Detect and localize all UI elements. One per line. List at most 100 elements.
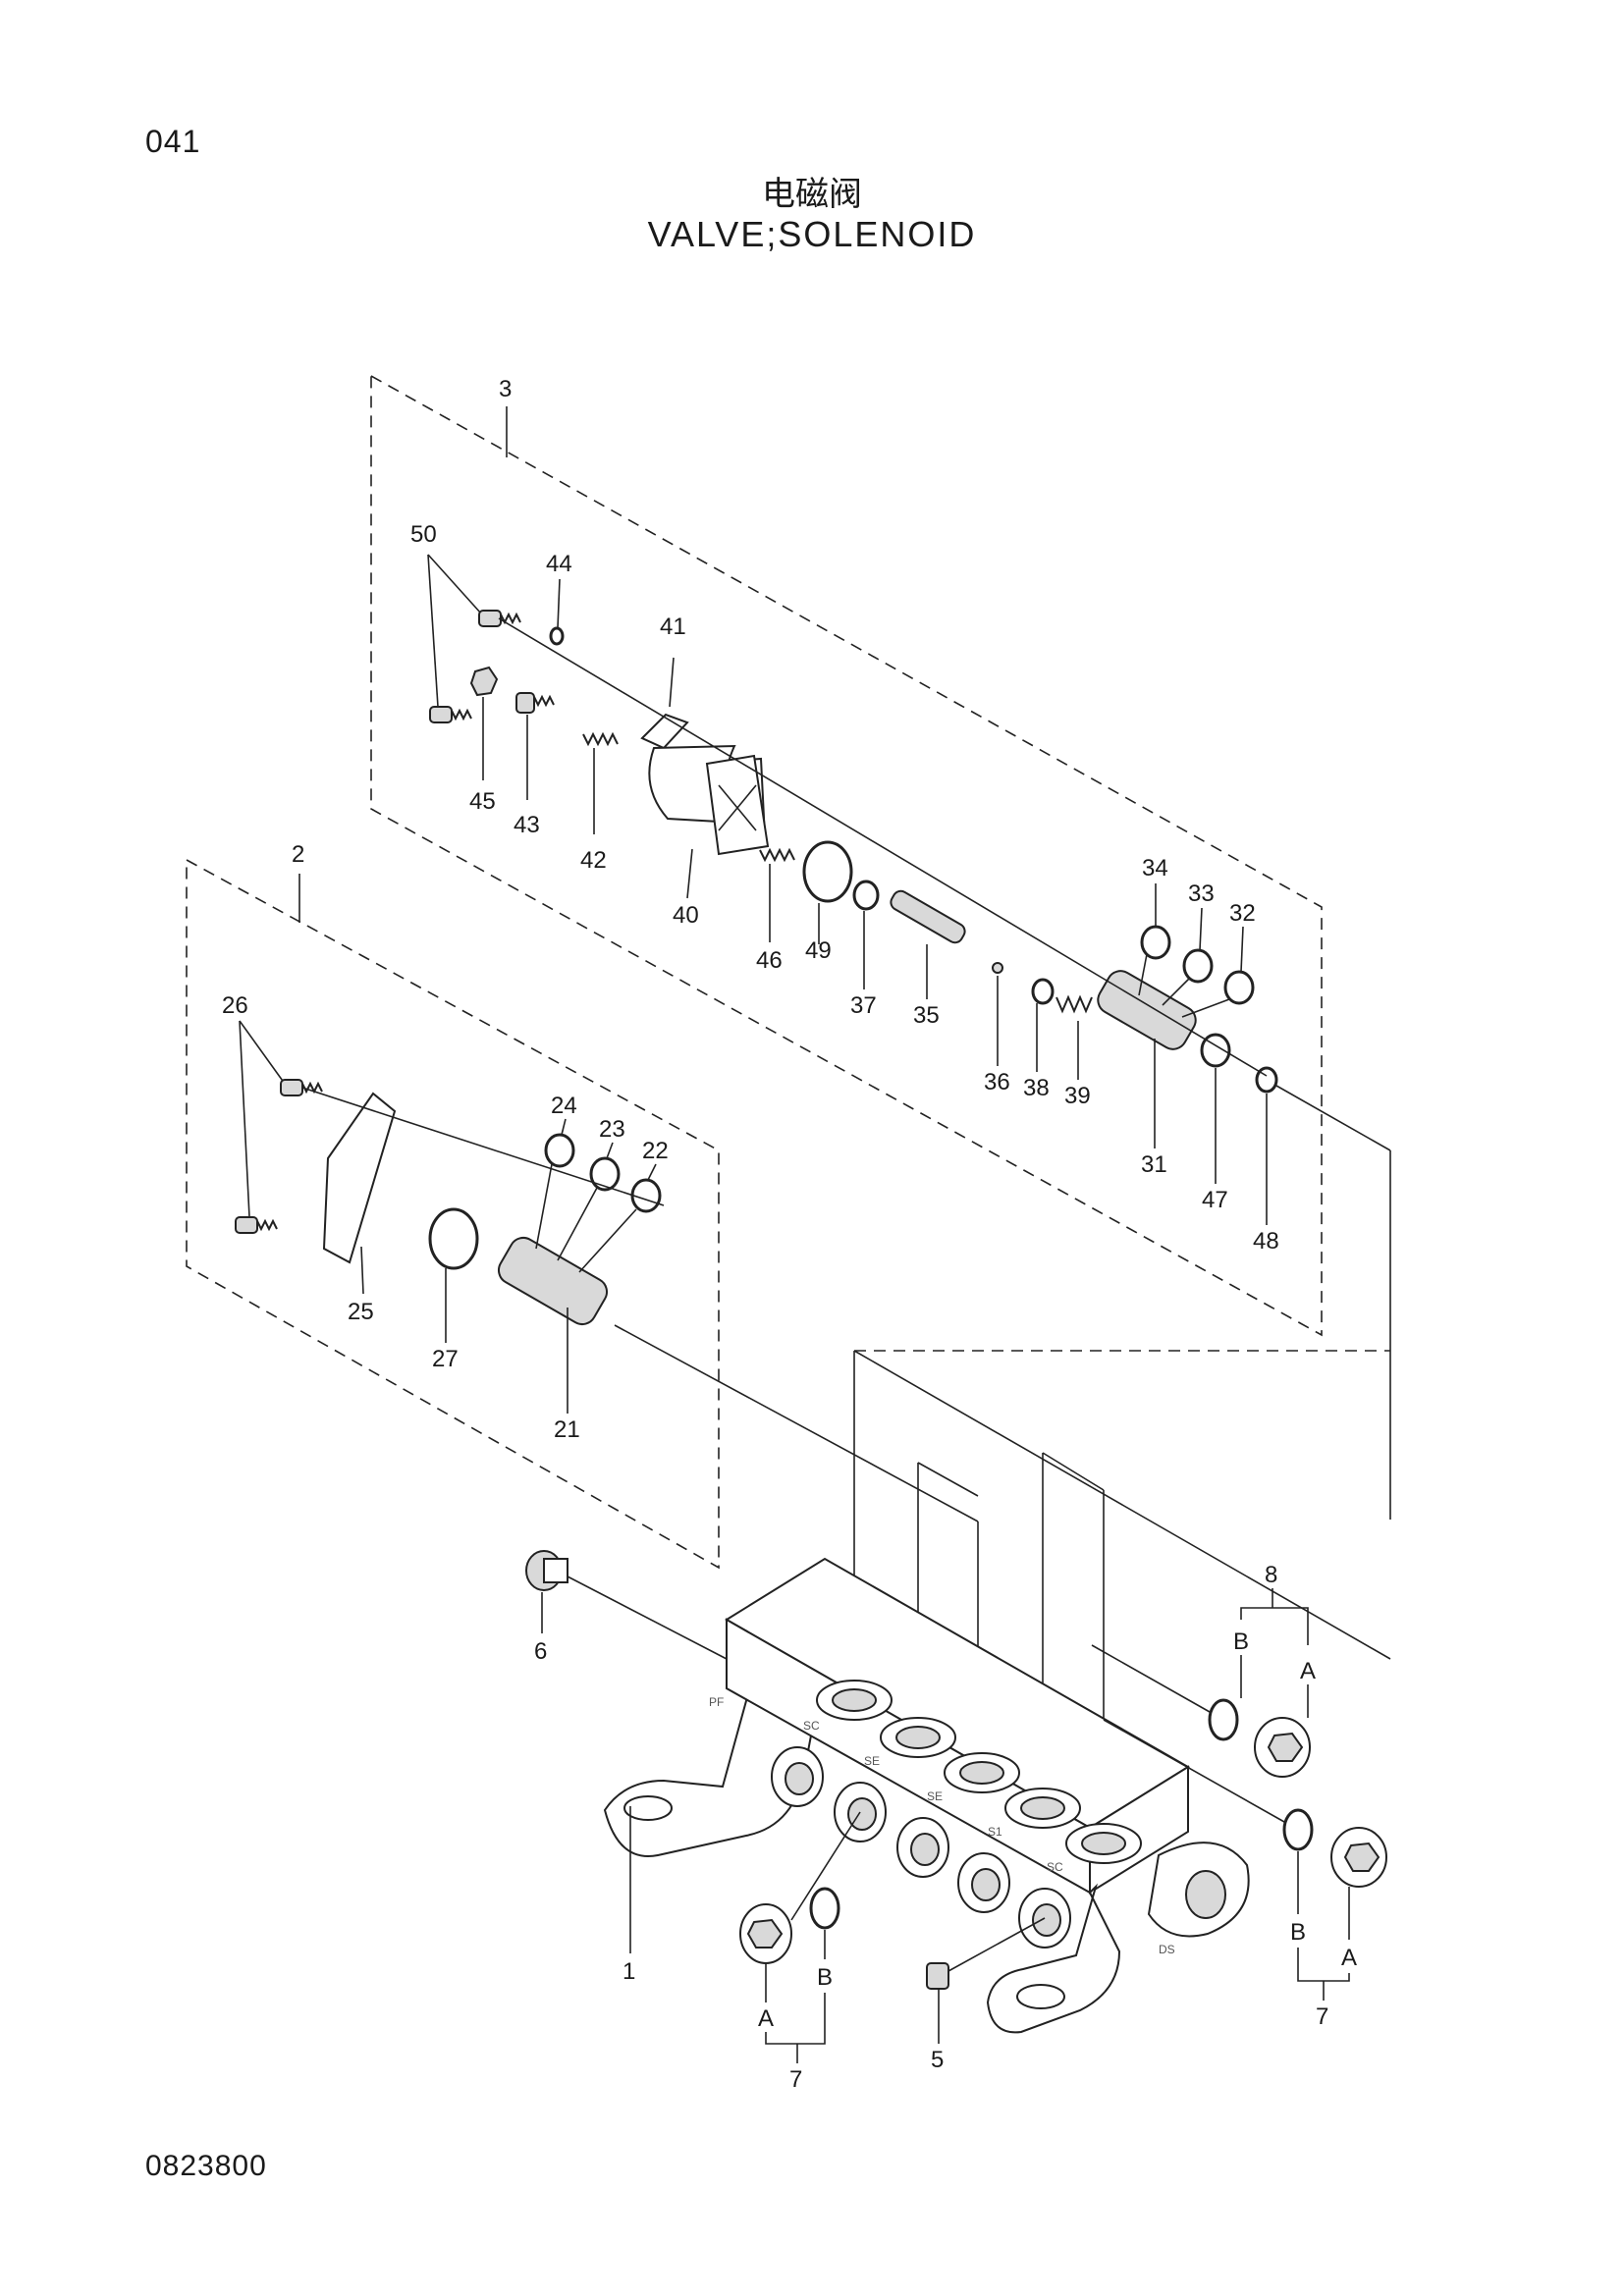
bolt-50-lower bbox=[429, 706, 472, 723]
marking-se-1: SE bbox=[864, 1754, 880, 1768]
oring-27 bbox=[428, 1207, 479, 1270]
callout-37: 37 bbox=[850, 992, 877, 1019]
spring-42 bbox=[582, 731, 619, 747]
marking-sc-2: SC bbox=[1047, 1860, 1063, 1874]
callout-34: 34 bbox=[1142, 855, 1168, 881]
leader-24b bbox=[535, 1163, 553, 1250]
axis-8 bbox=[1091, 1644, 1211, 1713]
leader-32b bbox=[1181, 998, 1230, 1018]
assembly-2-boundary bbox=[186, 858, 720, 1570]
leader-22 bbox=[647, 1163, 657, 1181]
callout-A-right: A bbox=[1341, 1945, 1357, 1971]
washer-37 bbox=[852, 880, 880, 911]
cover-25 bbox=[322, 1092, 397, 1264]
leader-33 bbox=[1199, 907, 1203, 951]
leader-23b bbox=[557, 1187, 598, 1261]
leader-34b bbox=[1138, 953, 1148, 996]
marking-s1: S1 bbox=[988, 1825, 1002, 1839]
callout-50: 50 bbox=[410, 521, 437, 548]
callout-6: 6 bbox=[534, 1638, 547, 1665]
axis-5 bbox=[947, 1917, 1046, 1972]
leader-23 bbox=[606, 1142, 614, 1159]
callout-32: 32 bbox=[1229, 900, 1256, 927]
plug-7-right bbox=[1282, 1808, 1387, 1888]
sleeve-21 bbox=[497, 1236, 609, 1326]
spring-39 bbox=[1056, 994, 1093, 1014]
callout-7-right: 7 bbox=[1316, 2003, 1328, 2030]
plug-6 bbox=[525, 1550, 568, 1591]
flange-plate-40 bbox=[705, 754, 770, 856]
axis-3 bbox=[498, 617, 1268, 1077]
callout-39: 39 bbox=[1064, 1083, 1091, 1109]
port-guide-5 bbox=[1042, 1452, 1105, 1491]
leader-25 bbox=[360, 1246, 364, 1295]
washer-47 bbox=[1200, 1033, 1231, 1068]
axis-2 bbox=[301, 1087, 665, 1206]
marking-ds: DS bbox=[1159, 1943, 1175, 1956]
spring-46 bbox=[759, 847, 795, 863]
axis-3-ext bbox=[1275, 1085, 1391, 1151]
callout-24: 24 bbox=[551, 1093, 577, 1119]
axis-6 bbox=[567, 1575, 728, 1660]
snap-ring-48 bbox=[1255, 1066, 1278, 1094]
axis-2-ext bbox=[614, 1324, 979, 1522]
callout-33: 33 bbox=[1188, 881, 1215, 907]
callout-1: 1 bbox=[623, 1958, 635, 1985]
callout-48: 48 bbox=[1253, 1228, 1279, 1255]
callout-45: 45 bbox=[469, 788, 496, 815]
plug-5 bbox=[926, 1962, 949, 1990]
title-chinese: 电磁阀 bbox=[762, 175, 862, 214]
callout-25: 25 bbox=[348, 1299, 374, 1325]
marking-pf: PF bbox=[709, 1695, 724, 1709]
callout-22: 22 bbox=[642, 1138, 669, 1164]
oring-22 bbox=[630, 1178, 662, 1213]
callout-21: 21 bbox=[554, 1416, 580, 1443]
callout-B-left: B bbox=[817, 1964, 833, 1991]
leader-50b bbox=[427, 554, 439, 708]
callout-49: 49 bbox=[805, 937, 832, 964]
callout-5: 5 bbox=[931, 2047, 944, 2073]
callout-44: 44 bbox=[546, 551, 572, 577]
leader-22b bbox=[578, 1208, 637, 1273]
callout-A-left: A bbox=[758, 2005, 774, 2032]
valve-body-1 bbox=[603, 1557, 1250, 2034]
oring-23 bbox=[589, 1156, 621, 1192]
callout-7-left: 7 bbox=[789, 2066, 802, 2093]
leader-44 bbox=[557, 578, 561, 629]
port-guide-diag bbox=[853, 1350, 1391, 1660]
callout-2: 2 bbox=[292, 841, 304, 868]
callout-B-right: B bbox=[1290, 1919, 1306, 1946]
page-number: 041 bbox=[145, 124, 201, 159]
axis-7-right bbox=[1103, 1719, 1285, 1823]
sleeve-31 bbox=[1097, 970, 1197, 1050]
leader-41 bbox=[669, 657, 675, 708]
bracket-7-left bbox=[765, 1993, 826, 2045]
callout-41: 41 bbox=[660, 614, 686, 640]
callout-40: 40 bbox=[673, 902, 699, 929]
oring-32 bbox=[1223, 970, 1255, 1005]
callout-3: 3 bbox=[499, 376, 512, 402]
leader-50a bbox=[427, 554, 482, 614]
callout-38: 38 bbox=[1023, 1075, 1050, 1101]
port-guide-2 bbox=[917, 1462, 979, 1497]
title-english: VALVE;SOLENOID bbox=[647, 214, 977, 254]
leader-26a bbox=[239, 1020, 286, 1085]
pin-36 bbox=[992, 962, 1003, 974]
bolt-26-lower bbox=[235, 1216, 278, 1234]
leader-32 bbox=[1240, 926, 1244, 973]
bolt-26-upper bbox=[280, 1079, 323, 1096]
callout-35: 35 bbox=[913, 1002, 940, 1029]
callout-A-8: A bbox=[1300, 1658, 1316, 1684]
leader-24 bbox=[561, 1118, 567, 1136]
callout-B-8: B bbox=[1233, 1629, 1249, 1655]
callout-46: 46 bbox=[756, 947, 783, 974]
callout-26: 26 bbox=[222, 992, 248, 1019]
callout-27: 27 bbox=[432, 1346, 459, 1372]
ring-38 bbox=[1031, 978, 1055, 1005]
plug-7-left bbox=[739, 1887, 840, 1964]
spool-35 bbox=[890, 889, 966, 944]
oring-33 bbox=[1182, 948, 1214, 984]
leader-33b bbox=[1162, 977, 1191, 1006]
marking-se-2: SE bbox=[927, 1789, 943, 1803]
axis-7-left bbox=[790, 1811, 861, 1921]
